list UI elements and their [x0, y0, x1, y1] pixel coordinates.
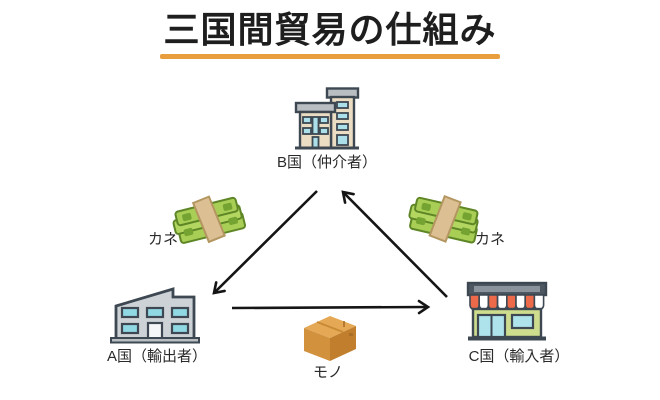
factory-building-icon: [109, 283, 201, 345]
package-box-icon: [297, 311, 363, 363]
arrow-goods-a-to-c: [231, 299, 431, 315]
flow-label-goods: モノ: [312, 364, 343, 381]
money-stack-icon: [168, 192, 252, 250]
node-label-country-b: B国（仲介者）: [276, 154, 377, 171]
title-underline: [160, 54, 500, 59]
page-title: 三国間貿易の仕組み: [163, 9, 497, 50]
flow-label-money-left: カネ: [147, 231, 178, 248]
node-label-country-c: C国（輸入者）: [468, 348, 570, 365]
node-label-country-a: A国（輸出者）: [106, 348, 207, 365]
money-stack-icon: [403, 192, 487, 250]
storefront-icon: [465, 281, 549, 343]
flow-label-money-right: カネ: [474, 231, 505, 248]
office-building-icon: [293, 86, 361, 152]
